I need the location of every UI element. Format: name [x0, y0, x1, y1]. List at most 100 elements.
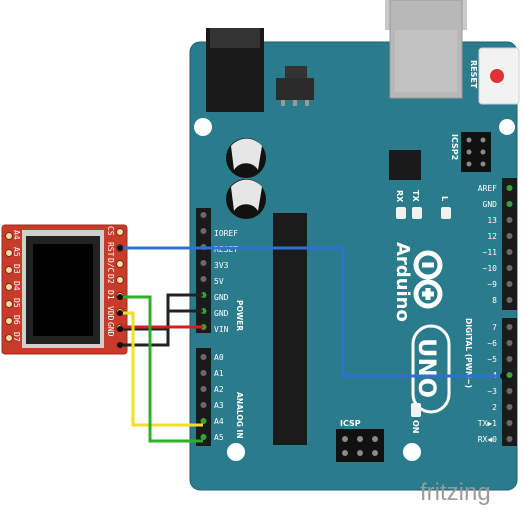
digital-pin [506, 356, 513, 362]
icsp2-label: ICSP2 [450, 134, 459, 160]
status-leds [396, 207, 451, 219]
oled-hole [5, 317, 13, 325]
digital-pin [506, 420, 513, 426]
oled-left-label: D3 [12, 264, 21, 274]
icsp-header [336, 429, 384, 462]
capacitor [226, 179, 266, 219]
icsp2-header [461, 132, 491, 172]
power-pin-label: IOREF [214, 229, 238, 238]
oled-pin-label: D1 [106, 290, 115, 300]
digital-pin [506, 388, 513, 394]
oled-pin [116, 260, 124, 268]
oled-left-label: D4 [12, 281, 21, 291]
oled-pin-label: VDD [106, 306, 115, 321]
digital-pin-label: ~9 [487, 280, 497, 289]
oled-hole [5, 249, 13, 257]
reset-button[interactable] [478, 47, 520, 105]
oled-pin [116, 228, 124, 236]
digital-pin-label: RX◀0 [478, 435, 497, 444]
digital-pin-label: ~10 [483, 264, 498, 273]
power-pin-label: VIN [214, 325, 229, 334]
analog-pin-label: A2 [214, 385, 224, 394]
oled-left-label: A5 [12, 247, 21, 257]
oled-pin-label: D/C [106, 258, 115, 273]
mounting-hole [403, 443, 421, 461]
arduino-logo [413, 250, 443, 309]
microcontroller-chip [273, 213, 307, 445]
power-pin-label: GND [214, 293, 229, 302]
oled-left-label: D6 [12, 315, 21, 325]
digital-pin-label: 13 [487, 216, 497, 225]
uno-logo [411, 324, 451, 414]
digital-pin-label: 8 [492, 296, 497, 305]
oled-left-header [5, 232, 13, 342]
digital-pin [506, 265, 513, 271]
digital-pin-label: ~6 [487, 339, 497, 348]
wire-green [120, 295, 203, 443]
digital-pin [506, 217, 513, 223]
mounting-hole [499, 119, 515, 135]
power-pin-label: 5V [214, 277, 224, 286]
voltage-regulator [276, 66, 314, 106]
oled-pin-label: CS [106, 226, 115, 236]
oled-pin-label: RST [106, 242, 115, 257]
digital-pin [506, 233, 513, 239]
analog-pin-label: A5 [214, 433, 224, 442]
arduino-brand: Arduino [392, 242, 413, 322]
uno-text: UNO [413, 338, 441, 398]
reset-label: RESET [469, 60, 478, 89]
analog-pin-label: A0 [214, 353, 224, 362]
digital-pin [506, 436, 513, 442]
oled-hole [5, 266, 13, 274]
on-label: ON [411, 420, 420, 434]
wire-blue [120, 246, 503, 378]
digital-pin [506, 201, 513, 207]
wire-yellow [120, 311, 203, 427]
analog-header [196, 348, 211, 446]
power-header [196, 208, 211, 333]
digital-pin [506, 372, 513, 378]
oled-pin-label: D2 [106, 274, 115, 284]
analog-pin-label: A3 [214, 401, 224, 410]
digital-bottom-pins [506, 324, 513, 442]
digital-header-title: DIGITAL (PWM~) [464, 318, 473, 388]
power-pin-label: GND [214, 309, 229, 318]
oled-pin [116, 276, 124, 284]
mounting-hole [194, 118, 212, 136]
digital-pin-label: 12 [487, 232, 497, 241]
wire-endpoints [117, 245, 506, 379]
rx-label: RX [395, 190, 404, 203]
power-led [411, 403, 421, 417]
digital-pin-label: TX▶1 [478, 419, 497, 428]
digital-pin-label: ~5 [487, 355, 497, 364]
digital-pin-label: AREF [478, 184, 497, 193]
digital-pin [506, 297, 513, 303]
oled-hole [5, 300, 13, 308]
oled-left-label: A4 [12, 230, 21, 240]
digital-pin [506, 324, 513, 330]
oled-hole [5, 334, 13, 342]
analog-pin-label: A1 [214, 369, 224, 378]
oled-module [1, 224, 128, 355]
oled-hole [5, 232, 13, 240]
digital-header-top [502, 178, 517, 310]
usb-connector [385, 0, 467, 99]
tx-label: TX [411, 190, 420, 202]
usb-interface-chip [389, 150, 421, 180]
digital-pin [506, 249, 513, 255]
digital-pin-label: 2 [492, 403, 497, 412]
power-header-title: POWER [235, 300, 244, 331]
digital-pin [506, 340, 513, 346]
digital-pin [506, 281, 513, 287]
fritzing-watermark: fritzing [420, 479, 491, 506]
mounting-hole [227, 443, 245, 461]
oled-left-label: D5 [12, 298, 21, 308]
icsp-label: ICSP [340, 419, 361, 428]
oled-hole [5, 283, 13, 291]
power-pin-label: 3V3 [214, 261, 229, 270]
